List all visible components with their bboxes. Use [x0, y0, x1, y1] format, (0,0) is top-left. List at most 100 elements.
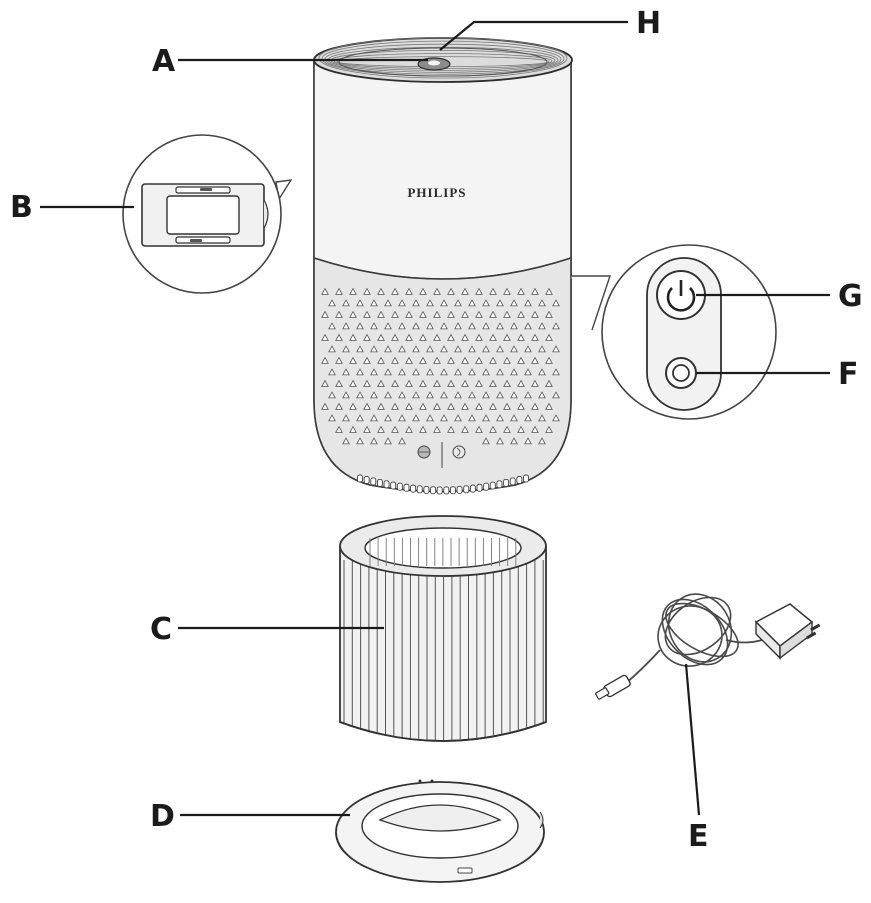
- grille-hole: [524, 437, 532, 445]
- grille-hole: [524, 345, 532, 353]
- grille-hole: [538, 414, 546, 422]
- brand-logo: PHILIPS: [407, 185, 466, 200]
- grille-hole: [335, 425, 343, 433]
- grille-hole: [517, 379, 525, 387]
- grille-hole: [503, 356, 511, 364]
- leader-lines: [40, 20, 830, 817]
- grille-hole: [482, 391, 490, 399]
- bottom-vent: [416, 485, 423, 494]
- grille-hole: [363, 402, 371, 410]
- grille-hole: [531, 379, 539, 387]
- grille-hole: [510, 414, 518, 422]
- grille-hole: [391, 379, 399, 387]
- grille-hole: [398, 299, 406, 307]
- grille-hole: [405, 425, 413, 433]
- grille-hole: [545, 356, 553, 364]
- leader-h: [439, 20, 628, 51]
- grille-hole: [461, 310, 469, 318]
- grille-hole: [517, 425, 525, 433]
- grille-hole: [391, 356, 399, 364]
- grille-hole: [370, 368, 378, 376]
- grille-hole: [461, 356, 469, 364]
- grille-hole: [461, 402, 469, 410]
- grille-hole: [510, 437, 518, 445]
- grille-hole: [370, 414, 378, 422]
- grille-hole: [433, 379, 441, 387]
- grille-hole: [489, 333, 497, 341]
- grille-hole: [531, 402, 539, 410]
- grille-hole: [482, 368, 490, 376]
- grille-hole: [398, 414, 406, 422]
- grille-hole: [482, 437, 490, 445]
- grille-hole: [419, 356, 427, 364]
- grille-hole: [538, 299, 546, 307]
- purifier-body: PHILIPS: [313, 37, 573, 495]
- bottom-vent: [423, 485, 430, 494]
- grille-hole: [412, 414, 420, 422]
- grille-hole: [552, 391, 560, 399]
- grille-hole: [328, 345, 336, 353]
- grille-hole: [454, 414, 462, 422]
- grille-hole: [468, 299, 476, 307]
- grille-hole: [342, 391, 350, 399]
- grille-hole: [489, 425, 497, 433]
- grille-hole: [454, 299, 462, 307]
- grille-hole: [363, 333, 371, 341]
- grille-hole: [496, 299, 504, 307]
- bottom-vent: [503, 478, 510, 487]
- grille-hole: [538, 368, 546, 376]
- grille-hole: [370, 299, 378, 307]
- bottom-vent: [390, 481, 397, 490]
- grille-hole: [363, 425, 371, 433]
- grille-hole: [349, 287, 357, 295]
- grille-hole: [531, 356, 539, 364]
- grille-hole: [419, 287, 427, 295]
- grille-hole: [531, 287, 539, 295]
- grille-hole: [440, 391, 448, 399]
- power-adapter: [595, 593, 821, 700]
- grille-hole: [363, 287, 371, 295]
- grille-hole: [391, 310, 399, 318]
- grille-hole: [398, 345, 406, 353]
- grille-hole: [321, 333, 329, 341]
- grille-hole: [552, 322, 560, 330]
- grille-hole: [342, 299, 350, 307]
- grille-hole: [468, 391, 476, 399]
- grille-hole: [454, 391, 462, 399]
- grille-hole: [321, 356, 329, 364]
- grille-hole: [356, 368, 364, 376]
- grille-hole: [552, 368, 560, 376]
- grille-hole: [433, 310, 441, 318]
- grille-hole: [356, 437, 364, 445]
- grille-hole: [398, 322, 406, 330]
- grille-hole: [538, 345, 546, 353]
- grille-hole: [447, 425, 455, 433]
- grille-hole: [468, 322, 476, 330]
- bottom-vent: [430, 486, 436, 495]
- grille-hole: [545, 425, 553, 433]
- grille-hole: [335, 356, 343, 364]
- grille-hole: [377, 287, 385, 295]
- callout-b: B: [10, 190, 33, 225]
- grille-hole: [384, 368, 392, 376]
- grille-hole: [321, 287, 329, 295]
- grille-hole: [391, 425, 399, 433]
- grille-hole: [475, 425, 483, 433]
- grille-hole: [405, 379, 413, 387]
- grille-hole: [419, 333, 427, 341]
- grille-hole: [426, 368, 434, 376]
- inset-filter-reset: [122, 134, 293, 294]
- filter-inner-pleats: [369, 538, 517, 566]
- grille-hole: [335, 402, 343, 410]
- grille-hole: [384, 345, 392, 353]
- grille-hole: [377, 425, 385, 433]
- grille-hole: [517, 310, 525, 318]
- grille-hole: [370, 322, 378, 330]
- grille-hole: [496, 345, 504, 353]
- grille-hole: [496, 322, 504, 330]
- grille-hole: [405, 356, 413, 364]
- grille-hole: [412, 322, 420, 330]
- grille-hole: [412, 391, 420, 399]
- grille-hole: [342, 345, 350, 353]
- grille-hole: [321, 402, 329, 410]
